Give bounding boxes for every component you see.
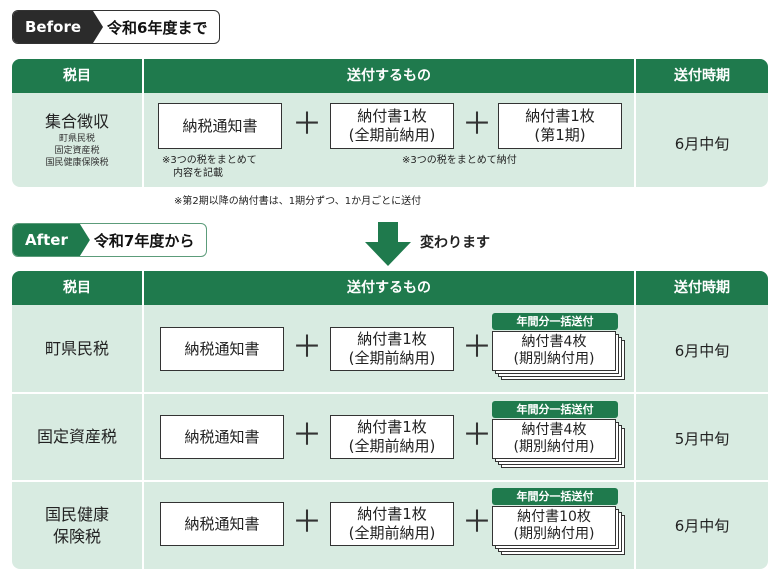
before-tax-sub-2: 固定資産税 — [54, 146, 100, 156]
after-tax-cell-2: 固定資産税 — [12, 394, 142, 480]
before-footnote: ※第2期以降の納付書は、1期分ずつ、1か月ごとに送付 — [174, 196, 422, 207]
header-items: 送付するもの — [347, 280, 431, 296]
installment-box: 納付書4枚 (期別納付用) — [492, 331, 616, 371]
box-label: 納税通知書 — [184, 339, 260, 358]
box-line-1: 納付書1枚 — [357, 107, 427, 125]
before-table-header: 税目 送付するもの 送付時期 — [12, 59, 768, 93]
before-table: 税目 送付するもの 送付時期 集合徴収 町県民税 固定資産税 国民健康保険税 納… — [12, 59, 768, 187]
plus-icon: ＋ — [462, 330, 492, 365]
installment-stack: 納付書10枚 (期別納付用) — [492, 506, 626, 556]
box-label: 納税通知書 — [184, 514, 260, 533]
box-line-1: 納付書10枚 — [517, 509, 591, 525]
tax-name-line-2: 保険税 — [52, 526, 101, 546]
divider — [142, 59, 144, 187]
installment-box: 納付書4枚 (期別納付用) — [492, 419, 616, 459]
header-tax: 税目 — [63, 280, 91, 296]
before-tag: Before 令和6年度まで — [12, 10, 221, 44]
after-tax-cell-3: 国民健康 保険税 — [12, 482, 142, 569]
notice-box: 納税通知書 — [160, 502, 284, 546]
box-line-2: (全期前納用) — [348, 524, 436, 542]
before-note-1: ※3つの税をまとめて 内容を記載 — [162, 154, 257, 180]
after-table: 税目 送付するもの 送付時期 町県民税 納税通知書 ＋ 納付書1枚 (全期前納用… — [12, 271, 768, 569]
installment-stack: 納付書4枚 (期別納付用) — [492, 331, 626, 381]
after-tag-en: After — [13, 224, 90, 256]
notice-box: 納税通知書 — [160, 327, 284, 371]
annual-batch-badge: 年間分一括送付 — [492, 488, 618, 505]
header-timing: 送付時期 — [674, 68, 730, 84]
divider — [12, 392, 768, 394]
box-line-1: 納付書1枚 — [357, 418, 427, 436]
plus-icon: ＋ — [462, 418, 492, 453]
note-line-2: 内容を記載 — [173, 168, 223, 179]
change-label: 変わります — [420, 235, 490, 251]
before-tag-en: Before — [13, 11, 103, 43]
before-tax-name: 集合徴収 — [44, 112, 109, 131]
box-line-2: (期別納付用) — [513, 526, 595, 542]
divider — [634, 59, 636, 187]
before-payment-full-box: 納付書1枚 (全期前納用) — [330, 103, 454, 149]
annual-batch-badge: 年間分一括送付 — [492, 313, 618, 330]
notice-box: 納税通知書 — [160, 415, 284, 459]
before-note-2: ※3つの税をまとめて納付 — [402, 155, 517, 166]
box-line-2: (全期前納用) — [348, 437, 436, 455]
plus-icon: ＋ — [462, 505, 492, 540]
box-line-2: (全期前納用) — [348, 126, 436, 144]
before-notice-box: 納税通知書 — [158, 103, 282, 149]
payment-full-box: 納付書1枚 (全期前納用) — [330, 327, 454, 371]
before-tax-sub-3: 国民健康保険税 — [45, 158, 109, 168]
timing: 6月中旬 — [674, 517, 730, 535]
arrow-down-icon — [365, 222, 411, 266]
note-line-1: ※3つの税をまとめて — [162, 155, 257, 166]
before-payment-first-box: 納付書1枚 (第1期) — [498, 103, 622, 149]
box-line-2: (期別納付用) — [513, 351, 595, 367]
box-line-1: 納付書4枚 — [521, 422, 587, 438]
divider — [142, 271, 144, 569]
tax-name: 固定資産税 — [36, 427, 117, 446]
before-tax-sub-1: 町県民税 — [58, 134, 95, 144]
before-tag-jp: 令和6年度まで — [107, 18, 208, 37]
before-timing: 6月中旬 — [674, 135, 730, 153]
box-line-1: 納付書1枚 — [357, 505, 427, 523]
before-tax-cell: 集合徴収 町県民税 固定資産税 国民健康保険税 — [12, 93, 142, 187]
tax-name-line-1: 国民健康 — [44, 504, 109, 524]
tax-name: 町県民税 — [44, 338, 109, 358]
header-items: 送付するもの — [347, 68, 431, 84]
installment-stack: 納付書4枚 (期別納付用) — [492, 419, 626, 469]
box-line-2: (第1期) — [534, 126, 586, 144]
box-line-1: 納付書1枚 — [357, 330, 427, 348]
plus-icon: ＋ — [292, 418, 322, 453]
box-line-1: 納付書4枚 — [521, 334, 587, 350]
box-line-2: (全期前納用) — [348, 349, 436, 367]
payment-full-box: 納付書1枚 (全期前納用) — [330, 415, 454, 459]
plus-icon: ＋ — [292, 107, 322, 142]
box-label: 納税通知書 — [184, 427, 260, 446]
plus-icon: ＋ — [462, 107, 492, 142]
divider — [634, 271, 636, 569]
after-tag-jp: 令和7年度から — [93, 231, 195, 250]
box-line-2: (期別納付用) — [513, 439, 595, 455]
after-table-header: 税目 送付するもの 送付時期 — [12, 271, 768, 305]
after-tax-cell-1: 町県民税 — [12, 305, 142, 392]
divider — [12, 480, 768, 482]
box-line-1: 納付書1枚 — [525, 107, 595, 125]
after-tag: After 令和7年度から — [12, 223, 208, 257]
header-tax: 税目 — [63, 68, 91, 84]
header-timing: 送付時期 — [674, 280, 730, 296]
timing: 6月中旬 — [674, 342, 730, 360]
installment-box: 納付書10枚 (期別納付用) — [492, 506, 616, 546]
payment-full-box: 納付書1枚 (全期前納用) — [330, 502, 454, 546]
timing: 5月中旬 — [674, 430, 730, 448]
plus-icon: ＋ — [292, 330, 322, 365]
box-label: 納税通知書 — [182, 116, 258, 135]
plus-icon: ＋ — [292, 505, 322, 540]
annual-batch-badge: 年間分一括送付 — [492, 401, 618, 418]
